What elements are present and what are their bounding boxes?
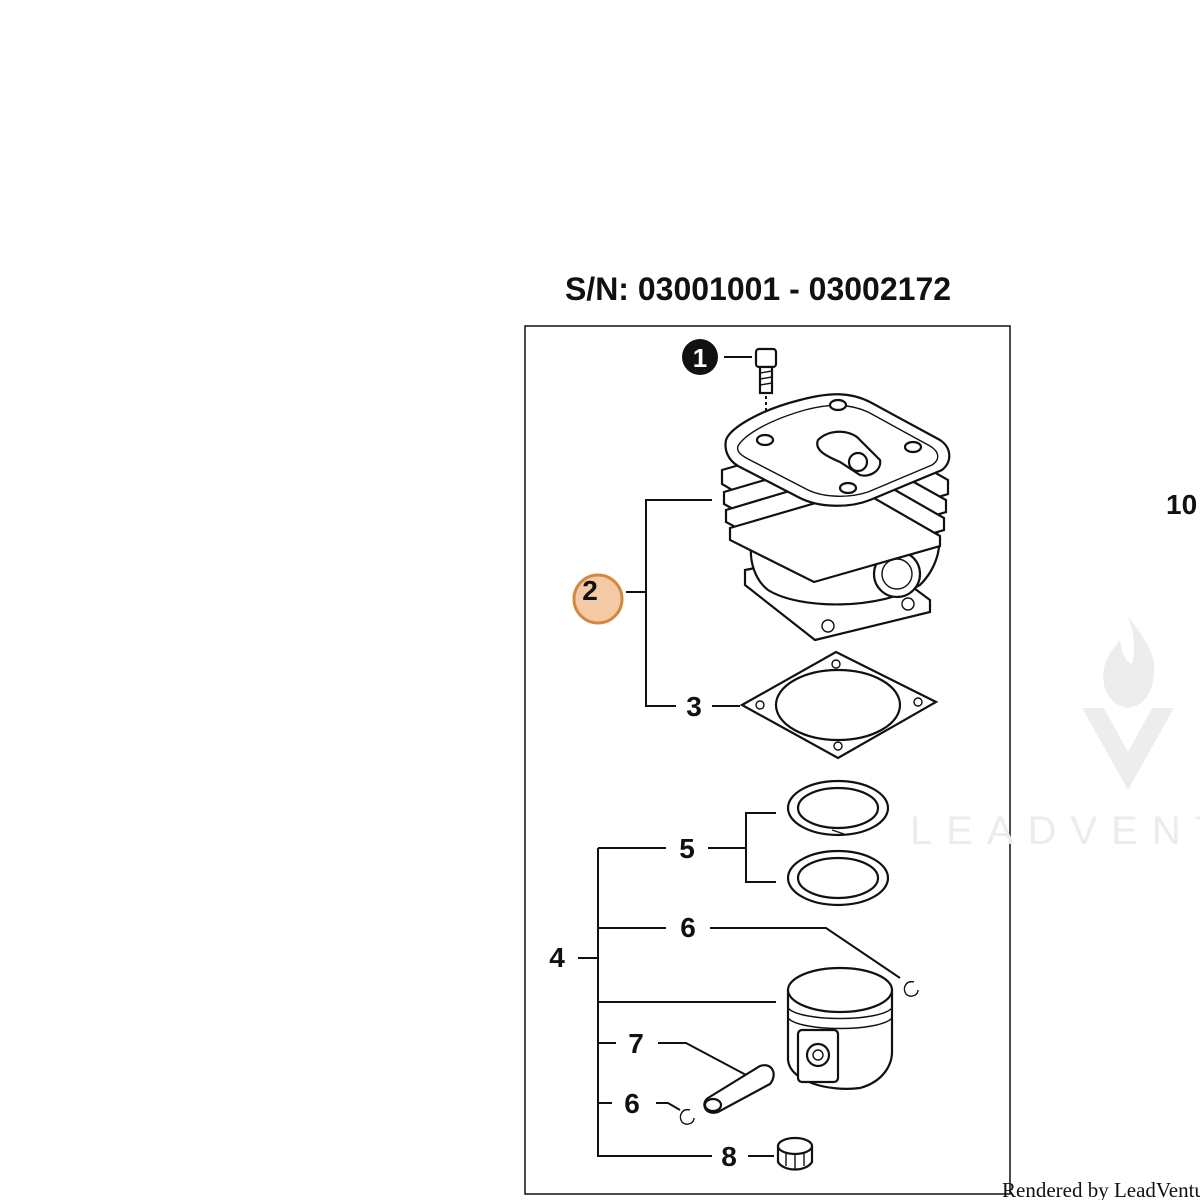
part-5-piston-rings[interactable] xyxy=(786,779,890,907)
serial-range-title: S/N: 03001001 - 03002172 xyxy=(565,271,951,307)
callout-2-label[interactable]: 2 xyxy=(582,575,598,606)
callout-1-label[interactable]: 1 xyxy=(693,343,707,373)
callout-1-badge[interactable] xyxy=(682,339,718,375)
callout-3-label[interactable]: 3 xyxy=(686,691,702,722)
rendered-by-credit: Rendered by LeadVentur xyxy=(1002,1178,1200,1200)
part-3-gasket[interactable] xyxy=(739,650,939,760)
callout-6-lower-label[interactable]: 6 xyxy=(624,1088,640,1119)
callout-10-label[interactable]: 10 xyxy=(1166,489,1197,520)
part-6-circlip-upper[interactable] xyxy=(903,980,919,997)
watermark-text: LEADVENT xyxy=(910,809,1200,853)
chevron-mark-icon xyxy=(1082,708,1174,790)
part-1-screw[interactable] xyxy=(754,347,778,412)
callout-4-label[interactable]: 4 xyxy=(549,942,565,973)
part-7-piston-pin[interactable] xyxy=(703,1064,775,1114)
part-2-cylinder[interactable] xyxy=(720,393,951,642)
diagram-frame xyxy=(524,325,1011,1195)
part-6-circlip-lower[interactable] xyxy=(679,1108,695,1125)
part-4-piston[interactable] xyxy=(786,966,894,1090)
callout-7-label[interactable]: 7 xyxy=(628,1028,644,1059)
callout-6-upper-label[interactable]: 6 xyxy=(680,912,696,943)
flame-icon xyxy=(1103,616,1155,708)
callout-2-highlight[interactable] xyxy=(572,573,624,625)
callout-5-label[interactable]: 5 xyxy=(679,833,695,864)
part-8-needle-bearing[interactable] xyxy=(776,1136,814,1171)
leadventure-watermark-logo xyxy=(1082,616,1174,790)
callout-8-label[interactable]: 8 xyxy=(721,1141,737,1172)
